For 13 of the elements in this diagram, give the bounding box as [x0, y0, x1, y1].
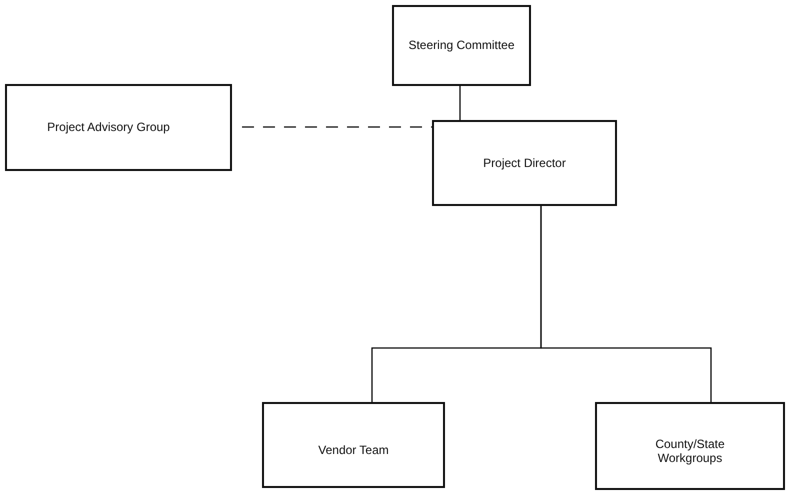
org-box — [262, 402, 445, 488]
dashed-connector — [242, 126, 432, 128]
connector-line — [459, 86, 461, 120]
org-box — [432, 120, 617, 206]
box-label: Project Advisory Group — [47, 120, 170, 135]
connector-line — [540, 206, 712, 402]
org-box — [392, 5, 531, 86]
box-label: Vendor Team — [318, 442, 389, 458]
box-label: County/State Workgroups — [654, 436, 726, 466]
box-label: Steering Committee — [408, 38, 515, 53]
org-box — [595, 402, 785, 490]
org-box — [5, 84, 232, 171]
box-label: Project Director — [483, 156, 566, 170]
